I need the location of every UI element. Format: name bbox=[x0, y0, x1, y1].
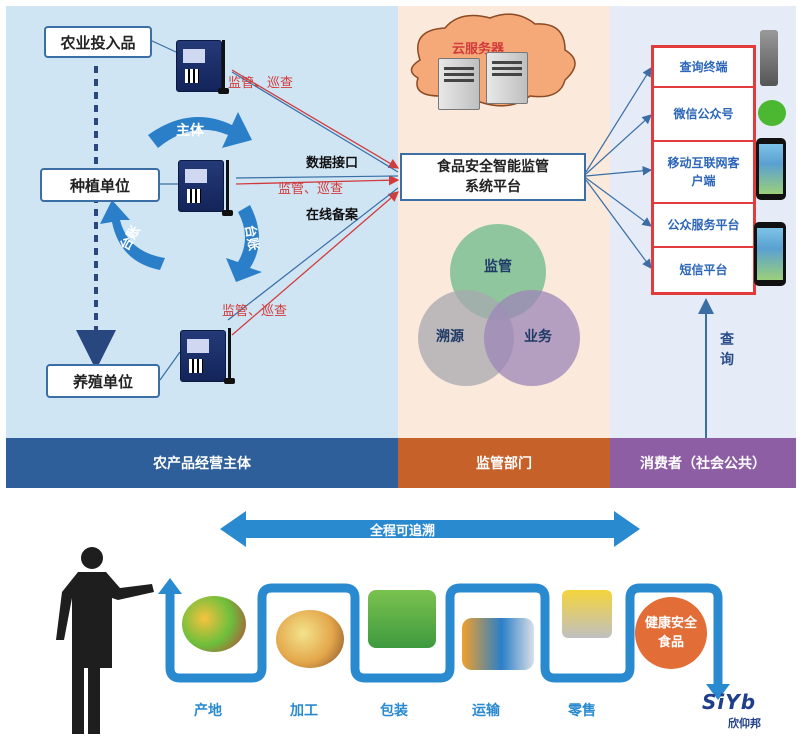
link-label-supervise-bottom: 监管、巡查 bbox=[222, 304, 288, 319]
node-planting-unit: 种植单位 bbox=[40, 168, 160, 202]
monitoring-platform: 食品安全智能监管 系统平台 bbox=[400, 153, 586, 201]
brand-logo: SiYb 欣仰邦 bbox=[702, 690, 794, 734]
channel-sms: 短信平台 bbox=[679, 263, 728, 277]
wechat-icon bbox=[758, 100, 786, 126]
cart-icon bbox=[562, 590, 612, 638]
produce-icon bbox=[182, 596, 246, 652]
channel-query-terminal: 查询终端 bbox=[651, 48, 756, 88]
link-label-online-filing: 在线备案 bbox=[306, 208, 359, 223]
phone-icon bbox=[754, 222, 786, 286]
venn-label-supervision: 监管 bbox=[484, 259, 512, 275]
iot-gateway-device bbox=[178, 160, 224, 212]
businessman-figure bbox=[56, 547, 154, 734]
brand-logo-text: SiYb bbox=[702, 690, 757, 714]
processing-icon bbox=[276, 610, 344, 668]
venn-circle-business bbox=[484, 290, 580, 386]
platform-title-line2: 系统平台 bbox=[465, 179, 521, 195]
regulator-section-label: 监管部门 bbox=[398, 438, 610, 488]
stage-origin: 产地 bbox=[194, 703, 222, 719]
traceability-label: 全程可追溯 bbox=[370, 524, 436, 539]
server-icon bbox=[438, 58, 480, 110]
healthy-food-line2: 食品 bbox=[657, 635, 684, 650]
phone-icon bbox=[756, 138, 786, 200]
cycle-label-subject: 主体 bbox=[176, 123, 204, 139]
consumers-section-label: 消费者（社会公共） bbox=[610, 438, 796, 488]
node-breeding-unit: 养殖单位 bbox=[46, 364, 160, 398]
channel-wechat: 微信公众号 bbox=[651, 88, 756, 142]
producers-section-label: 农产品经营主体 bbox=[6, 438, 398, 488]
packaging-icon bbox=[368, 590, 436, 648]
healthy-food-line1: 健康安全 bbox=[644, 616, 697, 631]
antenna-icon bbox=[224, 328, 235, 384]
iot-gateway-device bbox=[180, 330, 226, 382]
iot-gateway-device bbox=[176, 40, 222, 92]
link-label-data-interface: 数据接口 bbox=[306, 156, 359, 171]
platform-title-line1: 食品安全智能监管 bbox=[437, 159, 549, 175]
node-agricultural-inputs: 农业投入品 bbox=[44, 26, 152, 58]
brand-name: 欣仰邦 bbox=[728, 717, 761, 730]
stage-processing: 加工 bbox=[290, 703, 318, 719]
channel-public-service: 公众服务平台 bbox=[651, 204, 756, 248]
antenna-icon bbox=[218, 40, 229, 94]
antenna-icon bbox=[222, 160, 233, 216]
kiosk-icon bbox=[760, 30, 778, 86]
transport-icon bbox=[462, 618, 534, 670]
healthy-food-badge: 健康安全 食品 bbox=[635, 597, 707, 669]
server-icon bbox=[486, 52, 528, 104]
venn-label-business: 业务 bbox=[524, 329, 552, 345]
channel-mobile-app: 移动互联网客户端 bbox=[651, 142, 756, 204]
stage-transport: 运输 bbox=[472, 703, 500, 719]
stage-packaging: 包装 bbox=[380, 703, 408, 719]
link-label-supervise-middle: 监管、巡查 bbox=[278, 182, 344, 197]
link-label-supervise-top: 监管、巡查 bbox=[228, 76, 294, 91]
venn-label-tracing: 溯源 bbox=[436, 329, 464, 345]
stage-retail: 零售 bbox=[568, 703, 596, 719]
query-label: 查询 bbox=[720, 332, 734, 368]
